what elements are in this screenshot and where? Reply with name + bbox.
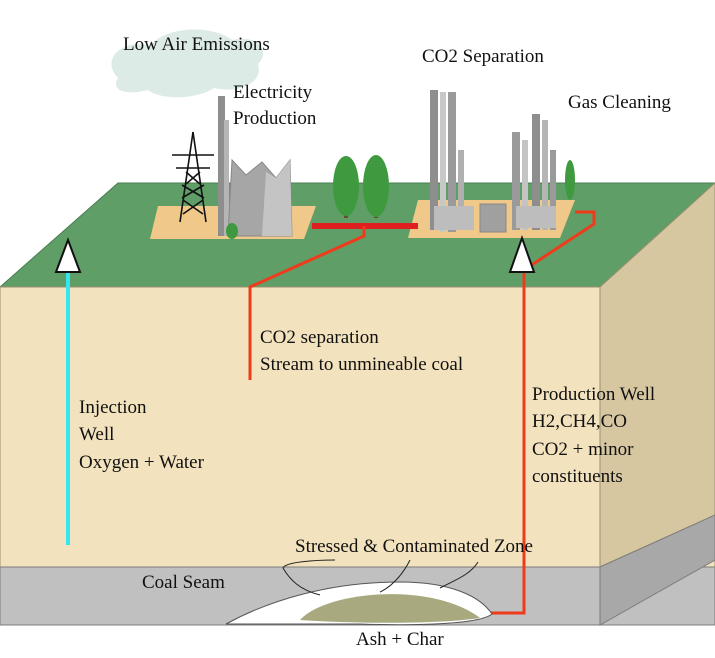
production-label-line2: H2,CH4,CO [532, 411, 628, 432]
co2-stream-label-line1: CO2 separation [260, 327, 379, 348]
co2-stream-label-line2: Stream to unmineable coal [260, 354, 464, 375]
tree-icon [363, 155, 389, 218]
ash-char-label: Ash + Char [356, 629, 444, 650]
gas-cleaning-label: Gas Cleaning [568, 92, 671, 113]
electricity-label-line1: Electricity [233, 82, 313, 103]
low-air-emissions-label: Low Air Emissions [123, 34, 270, 55]
arrow-up-icon [54, 237, 82, 273]
production-label-line4: constituents [532, 466, 623, 487]
injection-label-line2: Well [79, 424, 115, 445]
stressed-zone-callouts [282, 559, 479, 596]
production-label-line1: Production Well [532, 384, 656, 405]
production-label-line3: CO2 + minor [532, 439, 634, 460]
coal-seam-label: Coal Seam [142, 572, 225, 593]
transmission-tower-icon [172, 131, 214, 223]
ash-char-deposit [300, 594, 480, 623]
coal-seam-side [599, 514, 715, 626]
injection-label-line3: Oxygen + Water [79, 452, 204, 473]
separation-plant [430, 90, 556, 233]
co2-separation-label: CO2 Separation [422, 46, 544, 67]
arrow-up-icon [508, 234, 536, 273]
injection-label-line1: Injection [79, 397, 147, 418]
soil-side [599, 182, 715, 568]
soil-front [0, 286, 715, 568]
production-well-pipe [488, 210, 596, 615]
tree-icon [333, 156, 359, 218]
tree-icon [565, 160, 575, 200]
stressed-zone-label: Stressed & Contaminated Zone [295, 536, 533, 557]
power-plant-building [218, 96, 293, 237]
tree-icon [226, 223, 238, 239]
co2-stream-pipe [248, 226, 366, 380]
emission-cloud [111, 29, 264, 98]
electricity-label-line2: Production [233, 108, 317, 129]
